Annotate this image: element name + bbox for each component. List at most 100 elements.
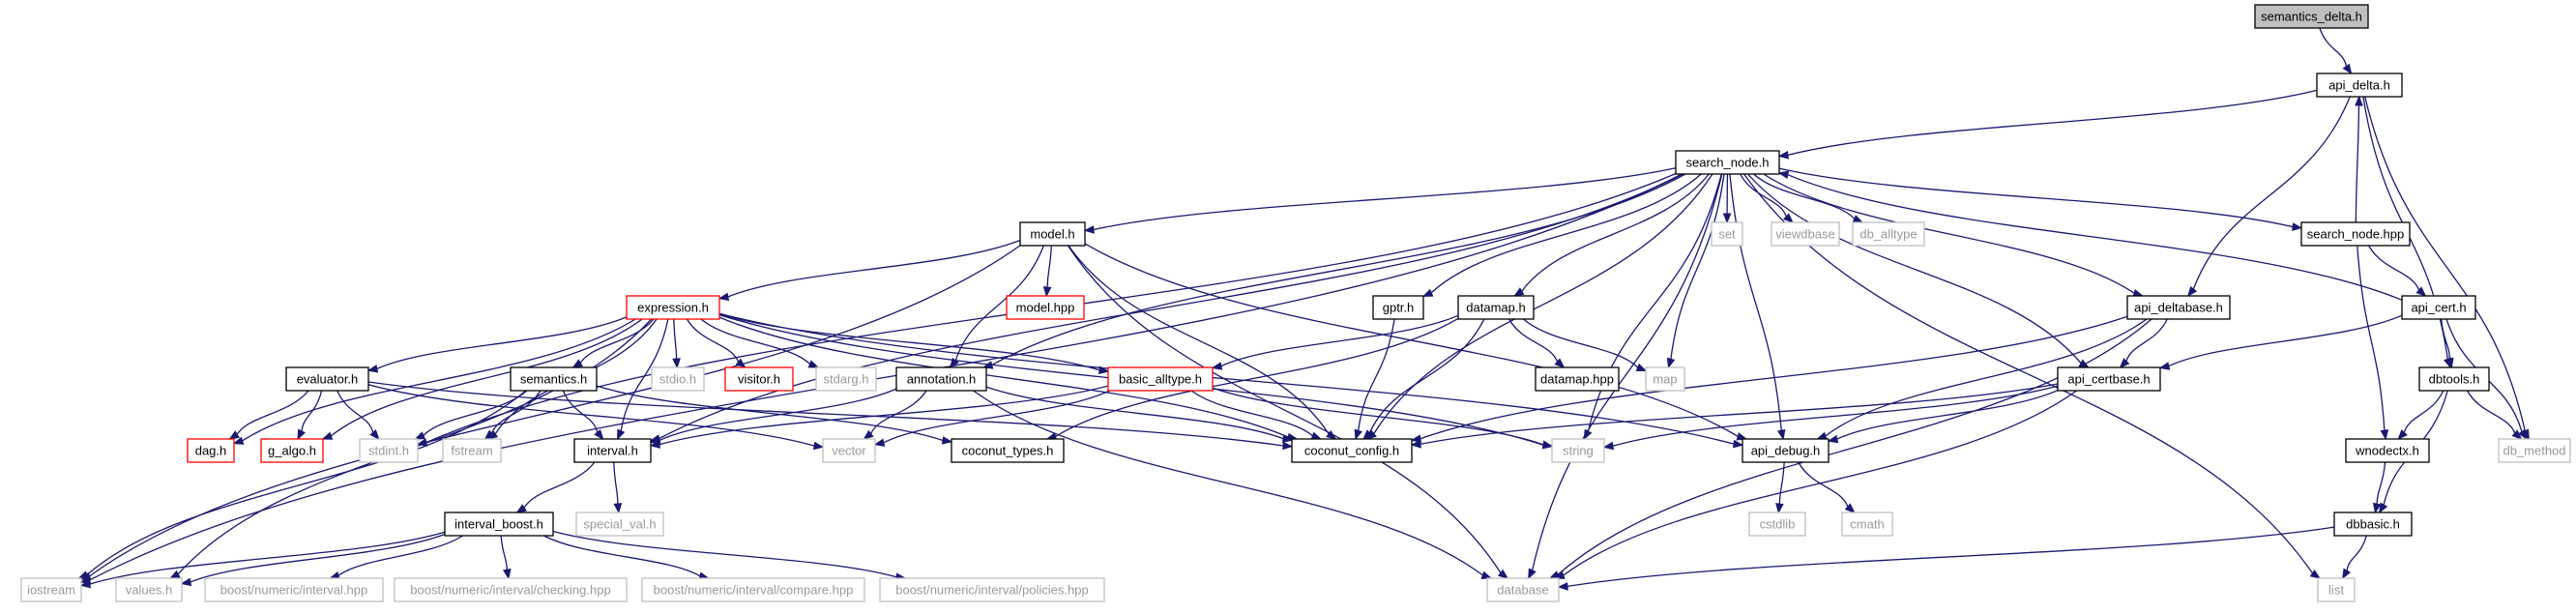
node-box: [575, 512, 664, 537]
node-label: iostream: [27, 583, 75, 598]
node-api-debug-h[interactable]: api_debug.h: [1742, 438, 1830, 463]
node-datamap-hpp[interactable]: datamap.hpp: [1535, 366, 1620, 392]
edge-api_certbase_h-to-database: [1554, 390, 2077, 579]
edge-search_node_h-to-gptr_h: [1421, 173, 1702, 298]
node-label: basic_alltype.h: [1119, 372, 1202, 387]
node-label: special_val.h: [583, 517, 656, 532]
edge-model_h-to-model_hpp: [1042, 245, 1052, 298]
edge-interval_h-to-interval_boost_h: [515, 461, 596, 513]
node-box: [2345, 438, 2430, 463]
edge-evaluator_h-to-coconut_config_h: [367, 381, 1294, 451]
node-interval-h[interactable]: interval.h: [573, 438, 652, 463]
node-label: vector: [832, 444, 866, 458]
node-model-hpp[interactable]: model.hpp: [1006, 295, 1085, 320]
node-dag-h[interactable]: dag.h: [187, 438, 235, 463]
node-label: api_debug.h: [1751, 444, 1821, 458]
node-api-certbase-h[interactable]: api_certbase.h: [2057, 366, 2161, 392]
edge-api_deltabase_h-to-api_debug_h: [1816, 318, 2148, 440]
node-dbbasic-h[interactable]: dbbasic.h: [2333, 512, 2413, 537]
node-box: [2057, 366, 2161, 392]
node-interval-boost-h[interactable]: interval_boost.h: [444, 512, 554, 537]
node-boost-policies-hpp: boost/numeric/interval/policies.hpp: [879, 577, 1105, 602]
node-stdarg-h: stdarg.h: [815, 366, 877, 392]
node-box: [260, 438, 324, 463]
node-api-delta-h[interactable]: api_delta.h: [2316, 73, 2403, 98]
edge-search_node_h-to-set: [1722, 173, 1732, 224]
edge-search_node_h-to-api_deltabase_h: [1763, 173, 2144, 298]
node-datamap-h[interactable]: datamap.h: [1457, 295, 1535, 320]
edge-semantics_h-to-fstream: [483, 390, 542, 440]
edge-basic_alltype_h-to-interval_h: [649, 385, 1109, 449]
node-coconut-types-h[interactable]: coconut_types.h: [951, 438, 1065, 463]
node-box: [2254, 4, 2369, 29]
node-box: [1771, 221, 1840, 247]
node-box: [1711, 221, 1743, 247]
node-box: [1006, 295, 1085, 320]
node-boost-interval-hpp: boost/numeric/interval.hpp: [204, 577, 384, 602]
node-box: [187, 438, 235, 463]
edge-evaluator_h-to-stdint_h: [337, 390, 380, 441]
node-api-deltabase-h[interactable]: api_deltabase.h: [2126, 295, 2231, 320]
node-box: [1107, 366, 1214, 392]
node-basic-alltype-h[interactable]: basic_alltype.h: [1107, 366, 1214, 392]
node-label: interval_boost.h: [454, 517, 543, 532]
edge-semantics_h-to-interval_h: [562, 390, 604, 441]
edge-search_node_h-to-list: [1743, 173, 2322, 579]
node-wnodectx-h[interactable]: wnodectx.h: [2345, 438, 2430, 463]
node-box: [204, 577, 384, 602]
edge-datamap_h-to-coconut_config_h: [1362, 318, 1485, 440]
edge-search_node_h-to-model_h: [1083, 167, 1677, 234]
node-label: visitor.h: [738, 372, 780, 387]
edge-search_node_h-to-api_certbase_h: [1747, 173, 2091, 368]
node-box: [444, 512, 554, 537]
node-expression-h[interactable]: expression.h: [626, 295, 720, 320]
node-label: boost/numeric/interval/checking.hpp: [410, 583, 610, 598]
node-search-node-h[interactable]: search_node.h: [1675, 150, 1780, 175]
edge-search_node_hpp-to-wnodectx_h: [2356, 245, 2389, 441]
node-stdint-h: stdint.h: [359, 438, 419, 463]
node-dbtools-h[interactable]: dbtools.h: [2418, 366, 2490, 392]
node-evaluator-h[interactable]: evaluator.h: [285, 366, 369, 392]
node-box: [2418, 366, 2490, 392]
node-model-h[interactable]: model.h: [1019, 221, 1086, 247]
node-box: [1457, 295, 1535, 320]
edge-datamap_h-to-datamap_hpp: [1508, 318, 1566, 368]
node-gptr-h[interactable]: gptr.h: [1372, 295, 1424, 320]
node-label: semantics_delta.h: [2261, 10, 2362, 24]
edge-gptr_h-to-coconut_config_h: [1354, 318, 1395, 441]
node-semantics-delta-h[interactable]: semantics_delta.h: [2254, 4, 2369, 29]
edge-interval_boost_h-to-iostream: [79, 531, 446, 589]
node-stdio-h: stdio.h: [651, 366, 705, 392]
node-box: [1372, 295, 1424, 320]
node-viewdbase: viewdbase: [1771, 221, 1840, 247]
edge-expression_h-to-stdarg_h: [700, 318, 820, 368]
node-label: datamap.hpp: [1540, 372, 1614, 387]
node-api-cert-h[interactable]: api_cert.h: [2401, 295, 2476, 320]
node-box: [1551, 438, 1605, 463]
node-annotation-h[interactable]: annotation.h: [895, 366, 987, 392]
node-label: stdio.h: [659, 372, 696, 387]
edge-search_node_hpp-to-api_delta_h: [2355, 95, 2363, 223]
node-box: [442, 438, 502, 463]
node-visitor-h[interactable]: visitor.h: [724, 366, 794, 392]
edge-expression_h-to-basic_alltype_h: [718, 313, 1110, 374]
node-db-alltype: db_alltype: [1852, 221, 1925, 247]
node-label: api_certbase.h: [2067, 372, 2150, 387]
node-label: wnodectx.h: [2355, 444, 2419, 458]
node-search-node-hpp[interactable]: search_node.hpp: [2300, 221, 2411, 247]
edge-search_node_h-to-map: [1666, 173, 1725, 369]
node-box: [2126, 295, 2231, 320]
node-box: [815, 366, 877, 392]
edge-interval_boost_h-to-boost_compare_hpp: [543, 535, 710, 580]
node-box: [2498, 438, 2571, 463]
node-box: [895, 366, 987, 392]
node-g-algo-h[interactable]: g_algo.h: [260, 438, 324, 463]
node-coconut-config-h[interactable]: coconut_config.h: [1291, 438, 1413, 463]
node-iostream: iostream: [20, 577, 82, 602]
node-label: model.h: [1030, 227, 1074, 242]
node-label: annotation.h: [907, 372, 977, 387]
node-box: [394, 577, 628, 602]
node-semantics-h[interactable]: semantics.h: [510, 366, 598, 392]
node-label: g_algo.h: [268, 444, 316, 458]
edge-expression_h-to-visitor_h: [686, 318, 746, 368]
